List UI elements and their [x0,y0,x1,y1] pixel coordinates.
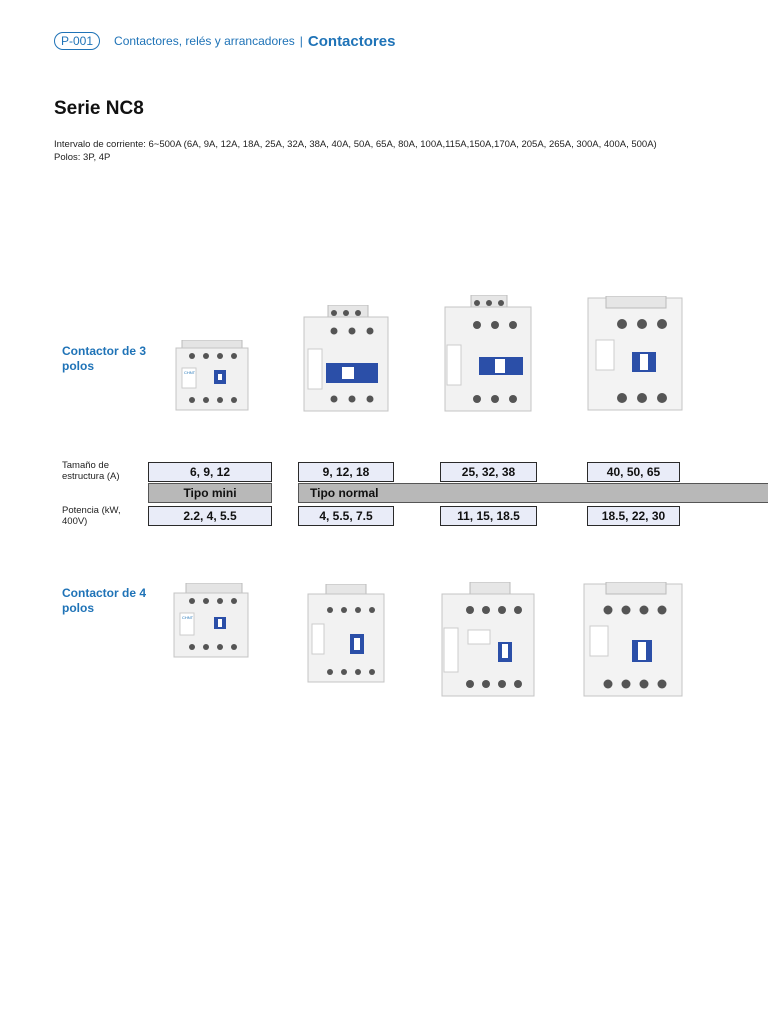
breadcrumb[interactable]: Contactores, relés y arrancadores [114,34,295,48]
frame-size-label: Tamaño de estructura (A) [62,460,120,482]
poles-text: Polos: 3P, 4P [54,152,111,163]
power-label: Potencia (kW, 400V) [62,505,121,527]
contactor-3p-mini-image: CHNT [174,340,250,412]
page-code-badge: P-001 [54,32,101,50]
power-cell: 2.2, 4, 5.5 [148,506,272,526]
contactor-3p-normal-40-image [586,296,684,412]
contactor-3p-normal-9-image [300,305,392,413]
frame-size-cell: 9, 12, 18 [298,462,394,482]
page-title: Serie NC8 [54,98,144,119]
breadcrumb-separator: | [299,34,303,48]
three-pole-label: Contactor de 3 polos [62,344,147,373]
power-cell: 11, 15, 18.5 [440,506,537,526]
frame-size-cell: 25, 32, 38 [440,462,537,482]
brand-mark: CHNT [182,615,194,620]
frame-size-cell: 6, 9, 12 [148,462,272,482]
power-cell: 18.5, 22, 30 [587,506,680,526]
type-mini-bar: Tipo mini [148,483,272,503]
specs-block: Intervalo de corriente: 6~500A (6A, 9A, … [54,138,657,164]
contactor-4p-normal-40-image [582,582,684,698]
frame-size-cell: 40, 50, 65 [587,462,680,482]
page-header: P-001 Contactores, relés y arrancadores … [54,31,395,51]
contactor-4p-mini-image: CHNT [172,583,250,659]
current-range-text: Intervalo de corriente: 6~500A (6A, 9A, … [54,139,657,150]
type-normal-bar: Tipo normal [298,483,768,503]
four-pole-label: Contactor de 4 polos [62,586,147,615]
brand-mark: CHNT [184,370,196,375]
contactor-4p-normal-25-image [440,582,536,698]
power-cell: 4, 5.5, 7.5 [298,506,394,526]
contactor-3p-normal-25-image [443,295,533,413]
section-title[interactable]: Contactores [307,32,396,50]
contactor-4p-normal-9-image [306,584,386,684]
